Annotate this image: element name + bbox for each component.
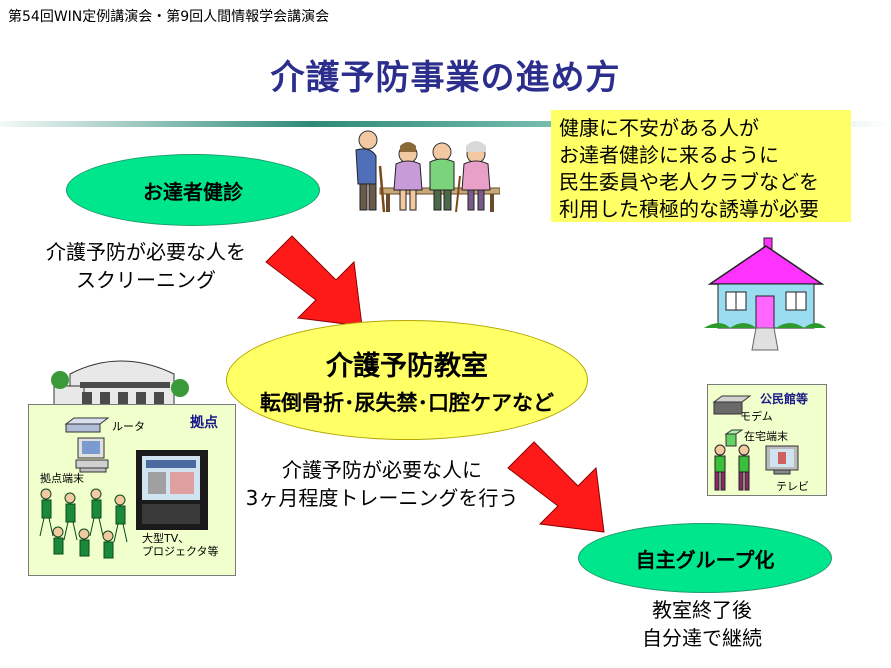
recruitment-note: 健康に不安がある人が お達者健診に来るように 民生委員や老人クラブなどを 利用し…	[551, 110, 851, 222]
modem-label: モデム	[740, 410, 773, 423]
modem-icon	[712, 394, 752, 416]
note-line: 健康に不安がある人が	[559, 116, 759, 140]
facility-building-icon	[50, 352, 190, 414]
tv-label: テレビ	[776, 480, 809, 493]
down-right-arrow-icon	[262, 232, 372, 332]
header-text: 第54回WIN定例講演会・第9回人間情報学会講演会	[8, 9, 330, 25]
prevention-class-title: 介護予防教室	[326, 350, 488, 382]
health-check-label: お達者健診	[143, 179, 243, 204]
note-line: 利用した積極的な誘導が必要	[559, 197, 819, 221]
title-underline	[0, 121, 891, 127]
exercising-people-icon	[34, 484, 138, 570]
training-line: 介護予防が必要な人に	[282, 458, 482, 482]
house-icon	[700, 236, 830, 356]
continuation-text: 教室終了後 自分達で継続	[592, 596, 812, 652]
note-line: 民生委員や老人クラブなどを	[559, 170, 819, 194]
training-line: 3ヶ月程度トレーニングを行う	[245, 486, 519, 510]
display-label: 大型TV、 プロジェクタ等	[142, 532, 219, 558]
large-tv-icon	[134, 448, 210, 532]
screening-text: 介護予防が必要な人を スクリーニング	[26, 238, 266, 294]
router-label: ルータ	[112, 420, 145, 433]
self-group-ellipse: 自主グループ化	[578, 523, 832, 593]
exercising-people-icon	[708, 442, 760, 494]
prevention-class-ellipse: 介護予防教室 転倒骨折･尿失禁･口腔ケアなど	[226, 320, 588, 440]
continuation-line: 教室終了後	[652, 598, 752, 622]
elderly-people-icon	[330, 126, 500, 216]
down-right-arrow-icon	[504, 438, 614, 538]
page-title: 介護予防事業の進め方	[270, 58, 621, 98]
screening-line: スクリーニング	[76, 268, 216, 292]
terminal-label: 拠点端末	[40, 472, 84, 485]
community-label: 公民館等	[760, 392, 809, 406]
router-icon	[64, 416, 110, 434]
prevention-class-subtitle: 転倒骨折･尿失禁･口腔ケアなど	[260, 390, 554, 415]
training-text: 介護予防が必要な人に 3ヶ月程度トレーニングを行う	[222, 456, 542, 512]
health-check-ellipse: お達者健診	[66, 154, 320, 226]
continuation-line: 自分達で継続	[642, 626, 762, 650]
tv-icon	[764, 444, 800, 476]
home-terminal-label: 在宅端末	[744, 430, 788, 443]
screening-line: 介護予防が必要な人を	[46, 240, 246, 264]
base-label: 拠点	[190, 415, 218, 431]
self-group-label: 自主グループ化	[635, 547, 775, 572]
computer-icon	[74, 436, 110, 474]
home-terminal-icon	[724, 428, 744, 448]
note-line: お達者健診に来るように	[559, 143, 779, 167]
